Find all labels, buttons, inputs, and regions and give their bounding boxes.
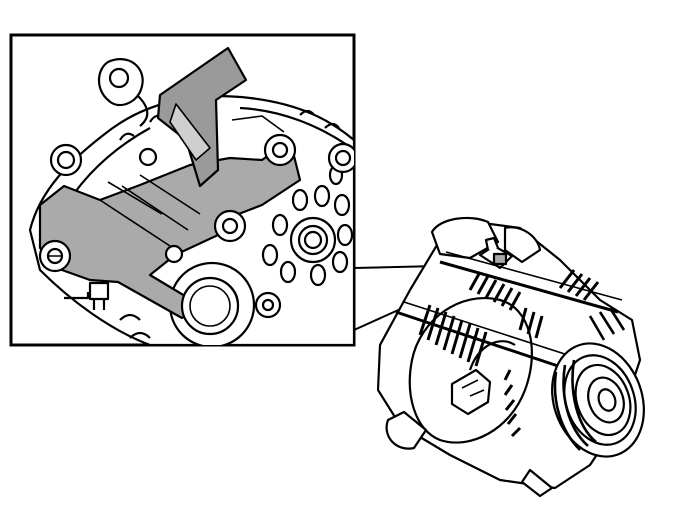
bolt-icon xyxy=(49,143,83,177)
rivet xyxy=(138,147,184,264)
bolt-icon xyxy=(38,239,72,273)
bearing-bore xyxy=(289,216,337,264)
front-housing-slots xyxy=(503,369,522,438)
fan-slots xyxy=(588,307,626,341)
detail-callout-box xyxy=(9,33,356,347)
pulley-icon xyxy=(551,342,645,458)
regulator-bracket-icon xyxy=(38,46,302,320)
pulley-icon xyxy=(180,276,240,336)
bolt-icon xyxy=(263,133,297,167)
bolt-icon xyxy=(327,142,354,174)
bolt-icon xyxy=(213,209,247,243)
terminal-connector xyxy=(478,236,514,270)
alternator-icon xyxy=(376,216,645,498)
